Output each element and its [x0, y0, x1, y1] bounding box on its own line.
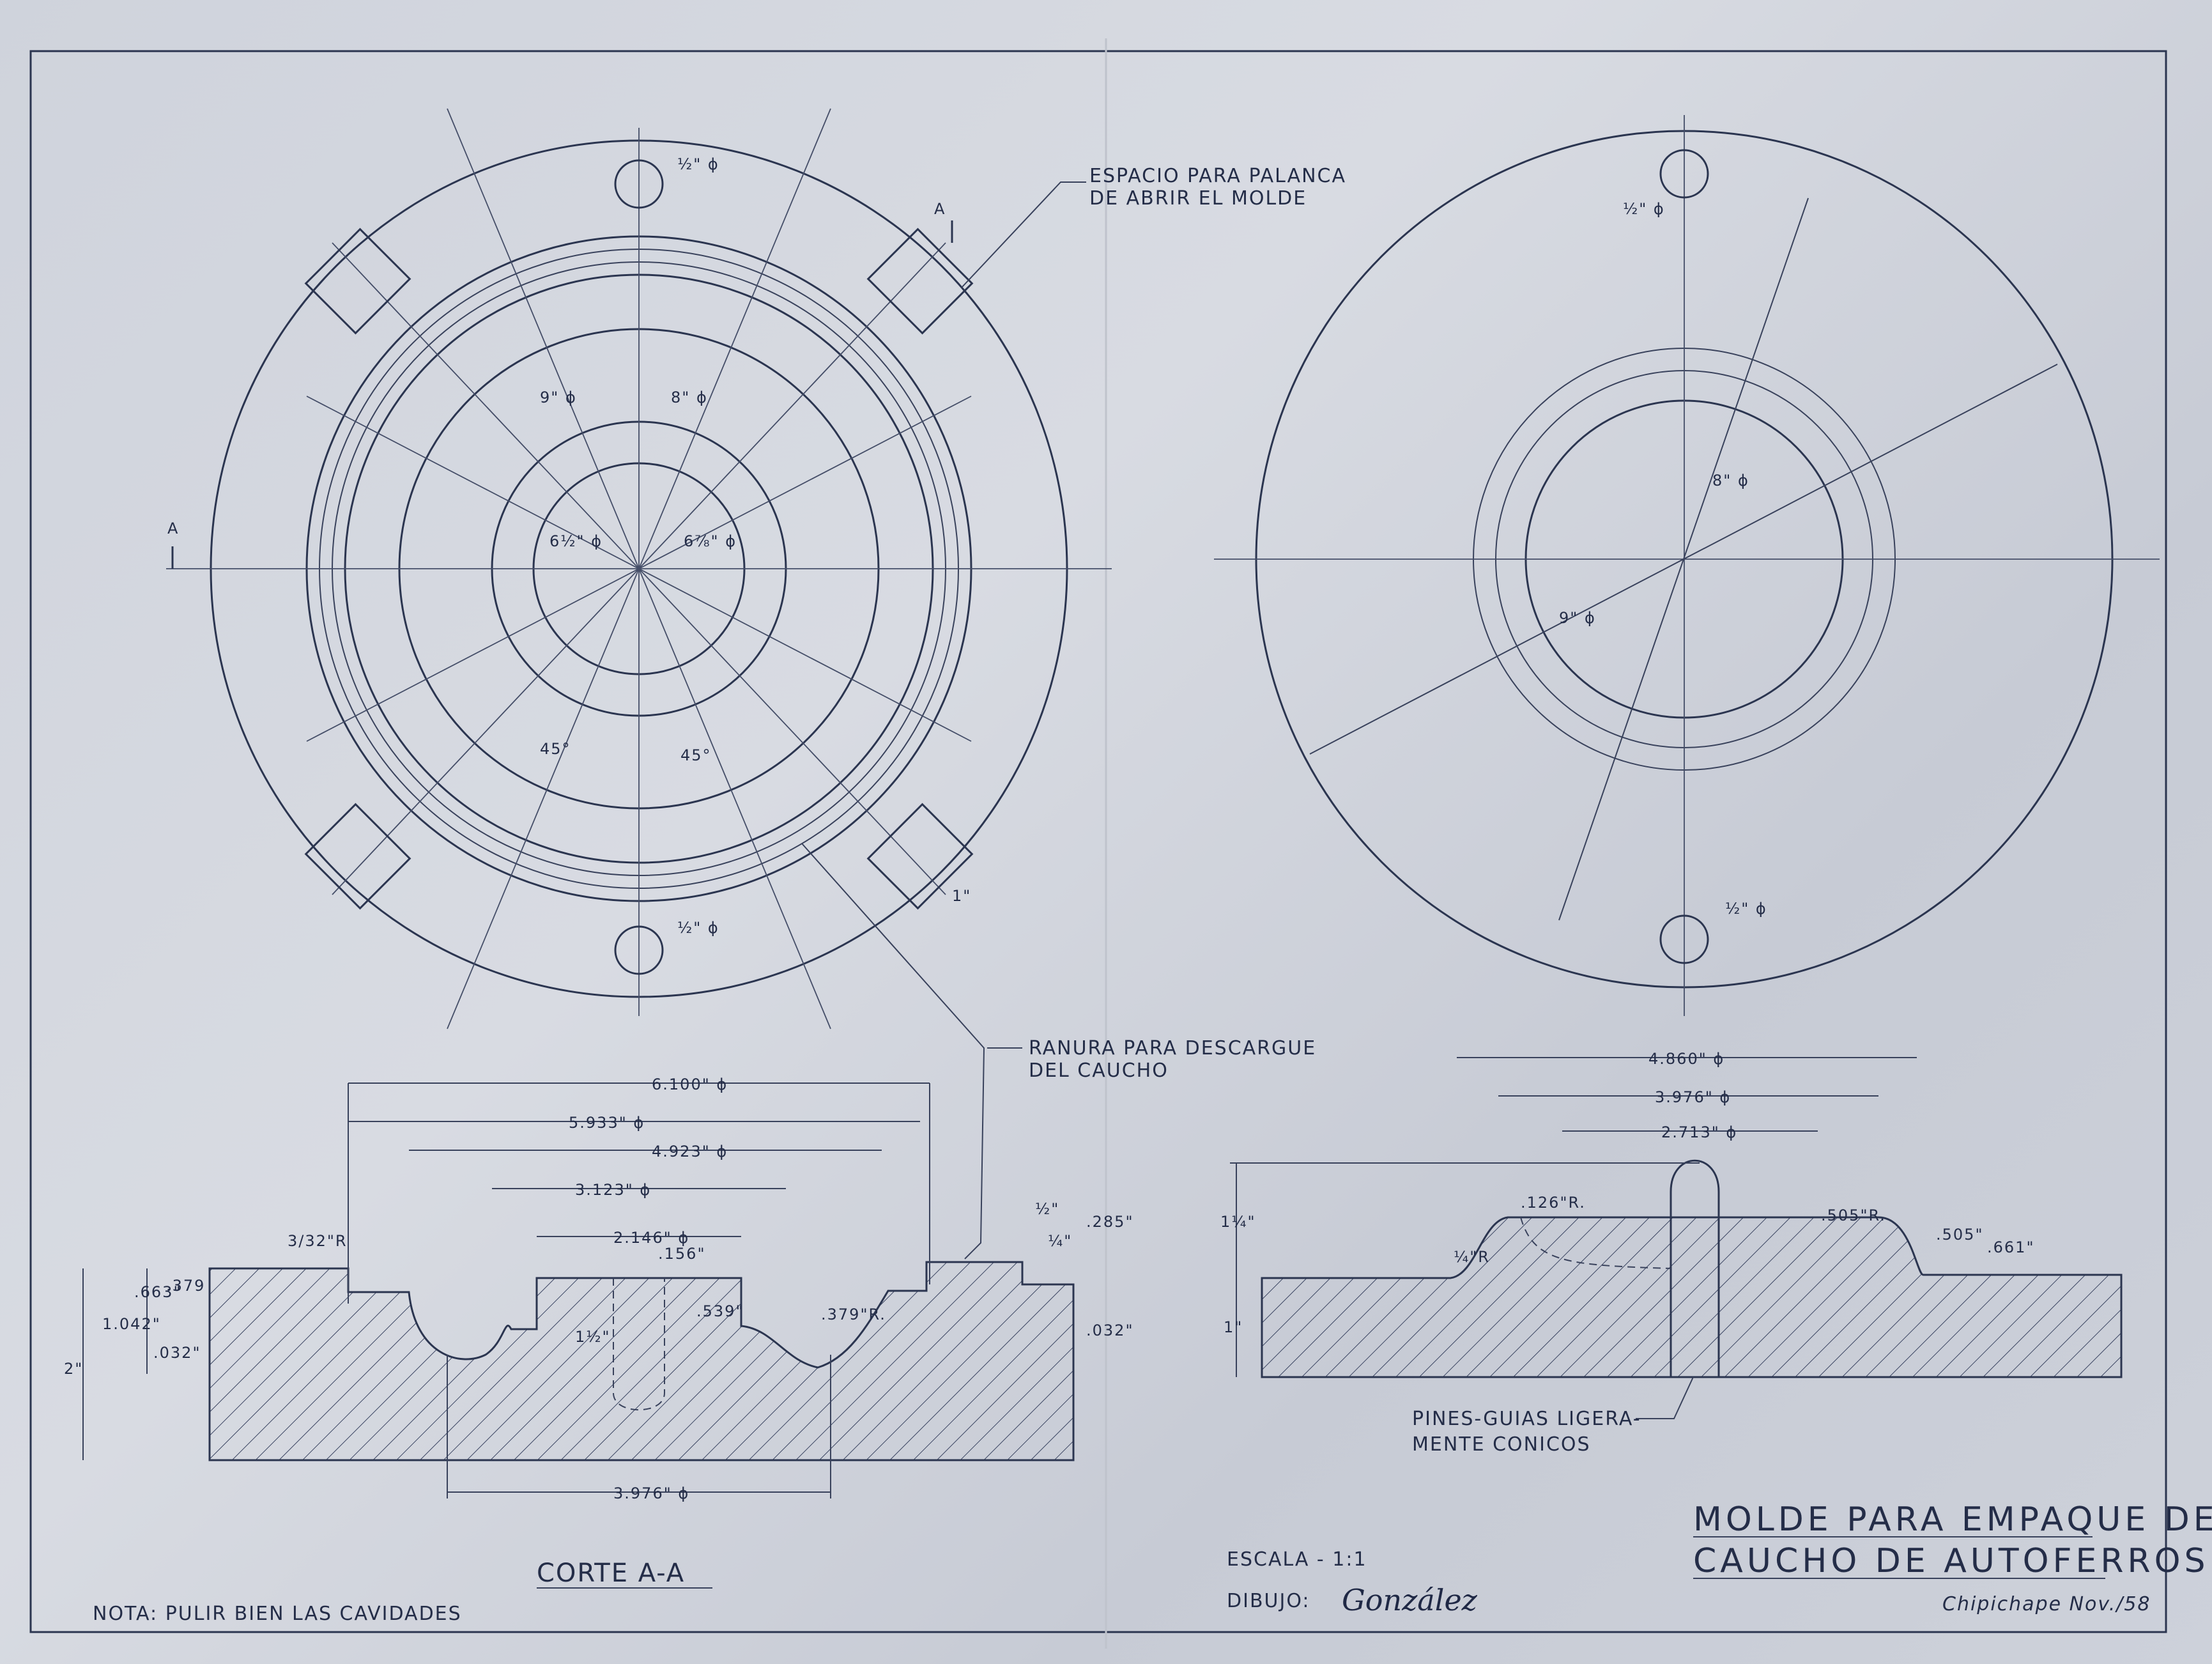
sec-h-379: .379	[166, 1277, 205, 1295]
sec-d-2146: 2.146" ϕ	[613, 1229, 689, 1247]
sec-d-6100: 6.100" ϕ	[652, 1075, 728, 1093]
dim-8-diameter: 8" ϕ	[671, 389, 708, 406]
title-line2: CAUCHO DE AUTOFERROS A.S.J.	[1693, 1542, 2212, 1580]
sec-d-3976: 3.976" ϕ	[613, 1484, 689, 1502]
slot-width: 1"	[952, 887, 971, 905]
rsec-d-2713: 2.713" ϕ	[1661, 1123, 1737, 1141]
rsec-d-4860: 4.860" ϕ	[1648, 1050, 1724, 1068]
right-plan-view	[1214, 115, 2160, 1016]
rsec-h-1: 1"	[1224, 1318, 1243, 1336]
dim-6-7-8-diameter: 6⅞" ϕ	[684, 532, 737, 550]
note-groove-line2: DEL CAUCHO	[1029, 1059, 1169, 1082]
note-pins-line2: MENTE CONICOS	[1412, 1433, 1591, 1456]
title-line1: MOLDE PARA EMPAQUE DE	[1693, 1500, 2212, 1539]
dim-6-half-diameter: 6½" ϕ	[549, 532, 603, 550]
rsec-r-505: .505"R.	[1821, 1206, 1886, 1224]
sec-r-small: 3/32"R	[288, 1232, 348, 1250]
right-hole-top-diameter: ½" ϕ	[1623, 200, 1665, 218]
angle-45-right: 45°	[680, 746, 712, 764]
note-pins-line1: PINES-GUIAS LIGERA-	[1412, 1408, 1641, 1430]
hole-top-diameter: ½" ϕ	[677, 155, 719, 173]
right-dim-8-diameter: 8" ϕ	[1712, 472, 1749, 489]
right-hole-bottom-diameter: ½" ϕ	[1725, 900, 1767, 918]
sec-d-4923: 4.923" ϕ	[652, 1143, 728, 1160]
sec-h-663: .663"	[134, 1283, 181, 1301]
sec-w-half: ½"	[1035, 1200, 1059, 1218]
sec-h-156: .156"	[658, 1245, 705, 1263]
left-plan-view	[166, 108, 1112, 1029]
section-arrow-right: A	[934, 200, 946, 218]
sec-h-1-5: 1½"	[575, 1328, 611, 1346]
drawing-border	[29, 50, 2167, 1633]
right-section-view	[1230, 1057, 2123, 1378]
section-a-a-view	[82, 1082, 1075, 1498]
sec-h-1042: 1.042"	[102, 1315, 161, 1333]
sec-r-379: .379"R.	[821, 1306, 886, 1323]
sec-h-285: .285"	[1086, 1213, 1133, 1231]
rsec-h-505: .505"	[1936, 1226, 1983, 1244]
drawn-label: DIBUJO:	[1227, 1590, 1310, 1612]
sec-h-539: .539"	[696, 1302, 744, 1320]
drawn-by-signature: González	[1342, 1583, 1478, 1617]
section-arrow-left: A	[167, 520, 179, 537]
hole-bottom-diameter: ½" ϕ	[677, 919, 719, 937]
angle-45-left: 45°	[540, 740, 571, 758]
rsec-r-small: ¼"R	[1454, 1248, 1490, 1266]
rsec-h-661: .661"	[1987, 1238, 2034, 1256]
rsec-r-126: .126"R.	[1521, 1194, 1586, 1212]
sec-h-032b: .032"	[1086, 1321, 1133, 1339]
note-lever-space-line1: ESPACIO PARA PALANCA	[1089, 165, 1346, 187]
note-groove-line1: RANURA PARA DESCARGUE	[1029, 1037, 1316, 1059]
note-lever-space-line2: DE ABRIR EL MOLDE	[1089, 187, 1307, 210]
dim-9-diameter: 9" ϕ	[540, 389, 577, 406]
bottom-note: NOTA: PULIR BIEN LAS CAVIDADES	[93, 1603, 462, 1625]
sec-h-032a: .032"	[153, 1344, 201, 1362]
scale-label: ESCALA - 1:1	[1227, 1548, 1367, 1571]
sec-d-3123: 3.123" ϕ	[575, 1181, 651, 1199]
sec-w-quarter: ¼"	[1048, 1232, 1072, 1250]
sec-h-2: 2"	[64, 1360, 83, 1378]
sec-d-5933: 5.933" ϕ	[569, 1114, 645, 1132]
section-caption: CORTE A-A	[537, 1559, 685, 1588]
rsec-h-1-25: 1¼"	[1220, 1213, 1256, 1231]
rsec-d-3976: 3.976" ϕ	[1655, 1088, 1731, 1106]
place-date: Chipichape Nov./58	[1942, 1593, 2151, 1615]
right-dim-9-diameter: 9" ϕ	[1559, 609, 1596, 627]
